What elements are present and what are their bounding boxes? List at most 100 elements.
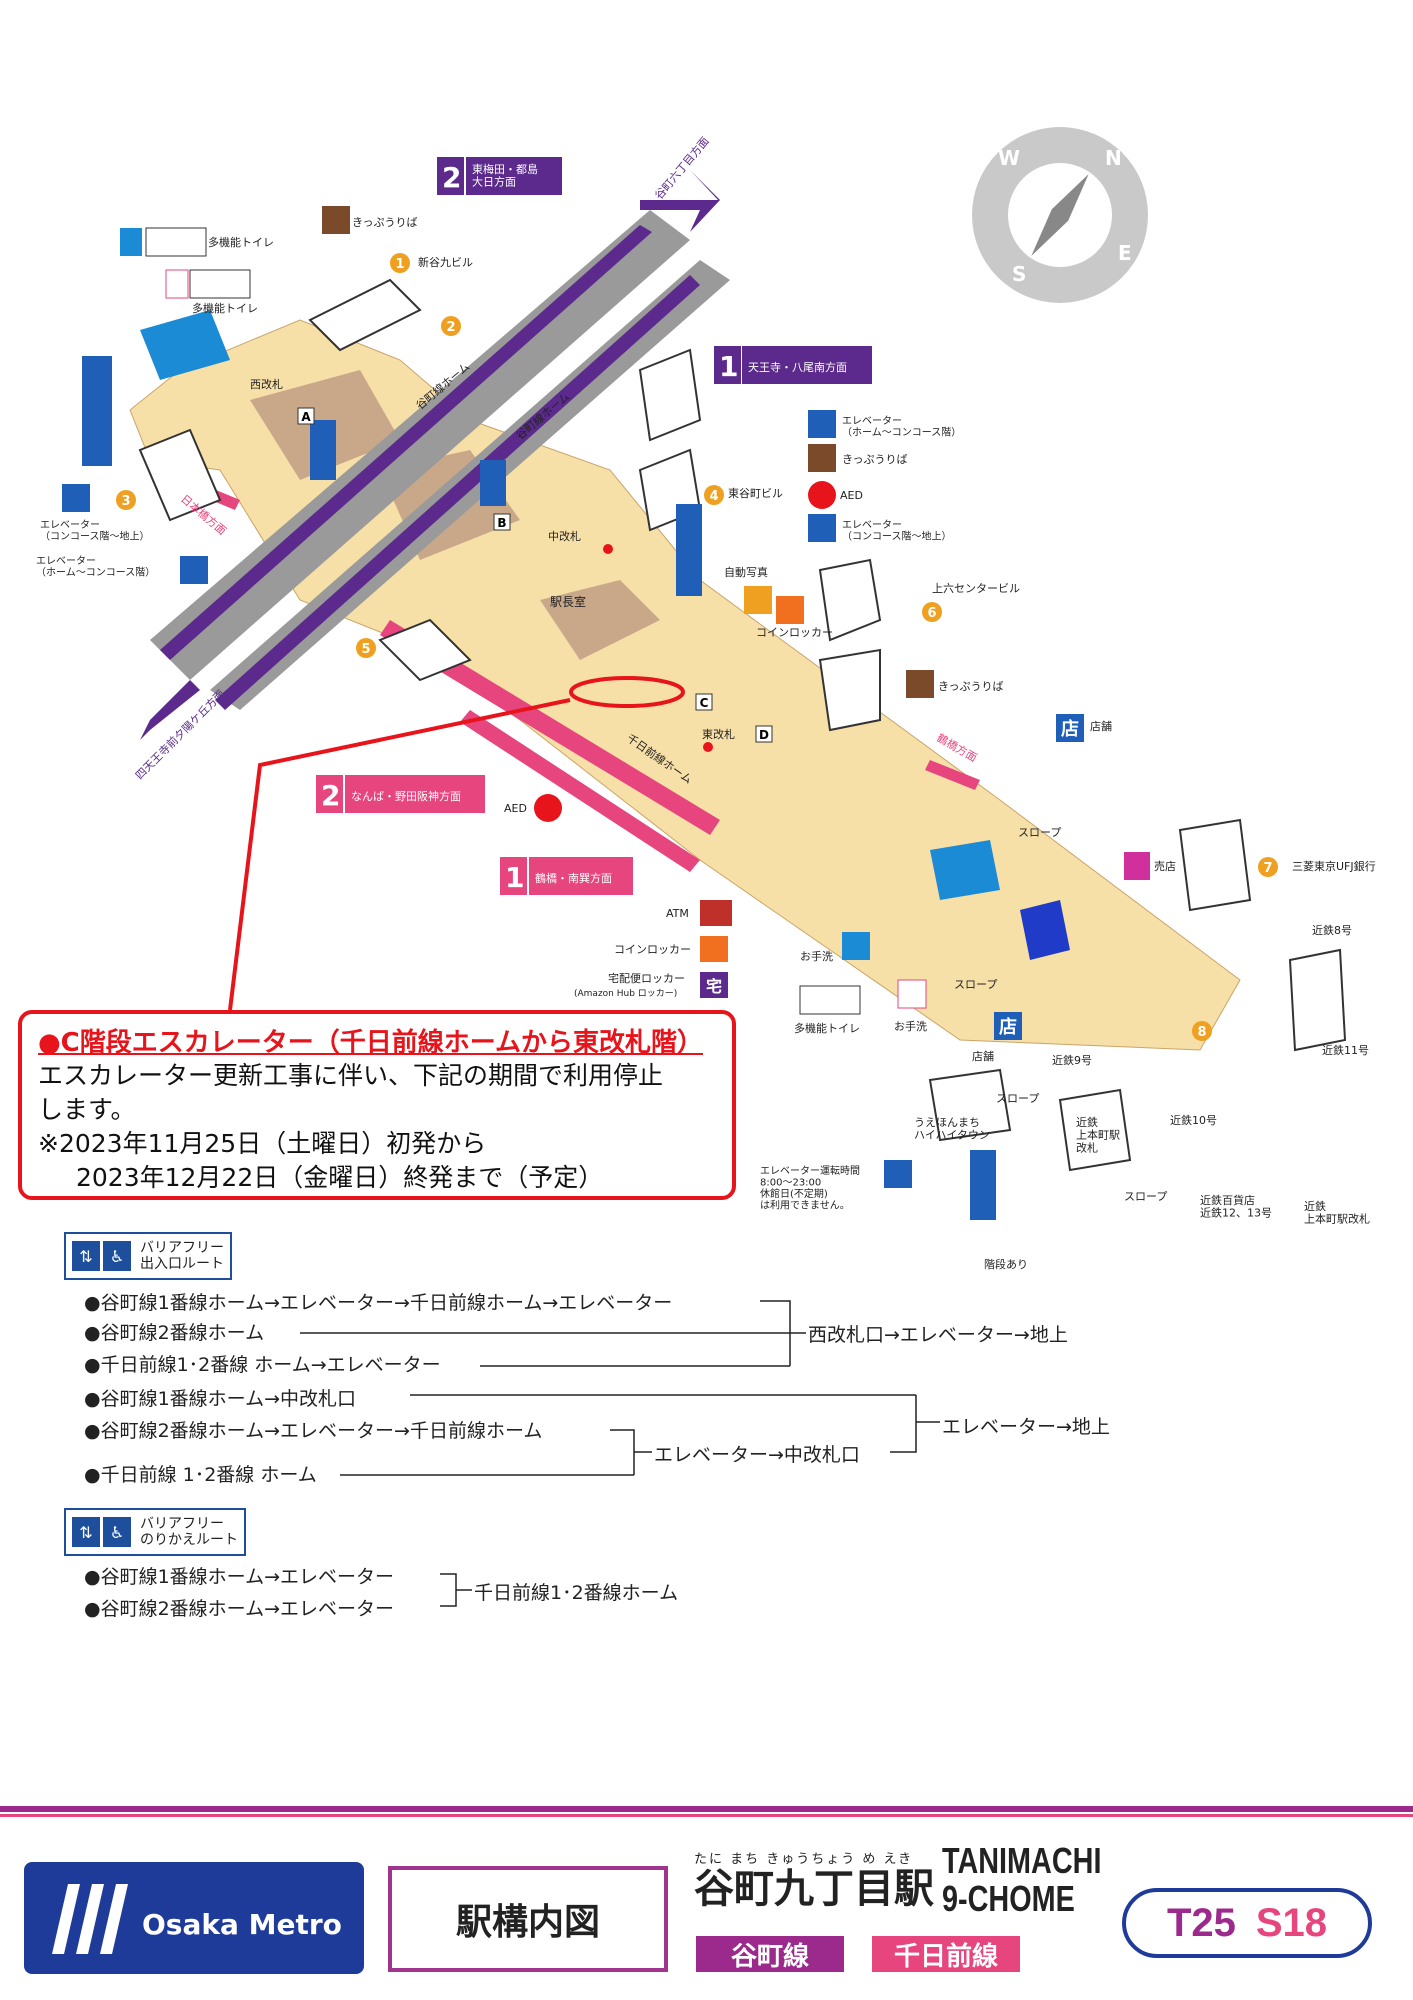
entry-route-1: ●谷町線1番線ホーム→エレベーター→千日前線ホーム→エレベーター <box>84 1292 673 1314</box>
multi-toilet-label: 多機能トイレ <box>794 1021 860 1035</box>
multi-toilet-icon <box>145 227 207 257</box>
station-name-en: TANIMACHI 9-CHOME <box>942 1842 1101 1918</box>
arrow-to-tanimachi6-icon <box>640 170 720 232</box>
delivery-locker-label: 宅配便ロッカー <box>608 971 685 985</box>
wheelchair-icon: ♿ <box>103 1241 131 1271</box>
compass-s: S <box>1012 262 1026 286</box>
gate-b: B <box>497 516 506 530</box>
ticket-label: きっぷうりば <box>938 680 1004 693</box>
direction-box-t1: 1 天王寺・八尾南方面 <box>714 346 872 384</box>
line-badge-sennichimae: 千日前線 <box>872 1936 1020 1972</box>
shop-glyph: 店 <box>999 1016 1017 1038</box>
shop-icon <box>1056 714 1084 742</box>
elevator-icon: ⇅ <box>72 1241 100 1271</box>
delivery-locker-sub: (Amazon Hub ロッカー) <box>574 988 677 999</box>
station-name-block: たに まち きゅうちょう め えき 谷町九丁目駅 TANIMACHI 9-CHO… <box>694 1842 1101 1918</box>
building-label: 近鉄11号 <box>1322 1043 1369 1057</box>
station-ruby: たに まち きゅうちょう め えき <box>694 1852 914 1867</box>
photo-booth-icon <box>744 586 772 614</box>
svg-text:2: 2 <box>442 161 461 194</box>
direction-box-t2: 2 東梅田・都島大日方面 <box>437 157 562 195</box>
elevator-sign-icon <box>884 1160 912 1188</box>
svg-text:なんば・野田阪神方面: なんば・野田阪神方面 <box>351 789 461 803</box>
middle-gate-label: 中改札 <box>548 529 581 543</box>
route-connectors <box>300 1300 940 1476</box>
station-code-t: T25 <box>1166 1900 1236 1945</box>
elevator-label: エレベーター（コンコース階〜地上） <box>40 519 150 543</box>
restroom-men-icon <box>842 932 870 960</box>
osaka-metro-logo: Osaka Metro <box>24 1862 364 1974</box>
elevator-icon <box>82 356 112 466</box>
slope-label: スロープ <box>1018 826 1061 839</box>
entry-route-5: ●谷町線2番線ホーム→エレベーター→千日前線ホーム <box>84 1420 543 1442</box>
station-code-s: S18 <box>1255 1900 1328 1945</box>
entry-route-4: ●谷町線1番線ホーム→中改札口 <box>84 1388 357 1410</box>
restroom-label: お手洗 <box>800 949 833 963</box>
elevator-label: エレベーター（ホーム〜コンコース階） <box>842 415 961 439</box>
exit-5: 5 <box>361 642 370 657</box>
station-map: W N E S 2 東梅田・都島大日方面 1 天王寺・八尾南方面 2 なんば・野… <box>36 127 1376 1271</box>
delivery-locker-icon <box>700 972 728 998</box>
gate-letters: A B C D <box>297 407 773 743</box>
aed-icon <box>534 794 562 822</box>
locker-label: コインロッカー <box>614 943 691 956</box>
direction-box-s1: 1 鶴橋・南巽方面 <box>500 857 633 895</box>
toilet-block-west <box>140 310 230 380</box>
slope-label: スロープ <box>1124 1190 1167 1203</box>
exit-2: 2 <box>446 320 455 335</box>
footer-rule-purple <box>0 1806 1413 1812</box>
building-label: 上六センタービル <box>932 582 1020 595</box>
transfer-connectors <box>440 1573 472 1607</box>
locker-icon <box>700 936 728 962</box>
shop-label: 店舗 <box>1090 719 1112 733</box>
svg-text:2: 2 <box>321 779 340 812</box>
svg-text:天王寺・八尾南方面: 天王寺・八尾南方面 <box>748 360 847 374</box>
station-name-en-1: TANIMACHI <box>942 1840 1102 1881</box>
multi-toilet-icon <box>799 985 861 1015</box>
ticket-icon <box>322 206 350 234</box>
exit-1: 1 <box>395 257 404 272</box>
barrier-free-entry-title: バリアフリー 出入口ルート <box>140 1240 224 1272</box>
elevator-label: エレベーター（ホーム〜コンコース階） <box>36 555 155 579</box>
ticket-label: きっぷうりば <box>842 453 908 466</box>
exit-markers: 1 2 3 4 5 6 7 8 <box>116 253 1278 1041</box>
restroom-women-icon <box>165 269 189 299</box>
exit-7: 7 <box>1263 861 1272 876</box>
restroom-women-icon <box>897 979 927 1009</box>
gate-d: D <box>759 728 769 742</box>
entry-destination-1: 西改札口→エレベーター→地上 <box>808 1324 1068 1346</box>
elevator-sign-icon <box>808 410 836 438</box>
notice-line-1: エスカレーター更新工事に伴い、下記の期間で利用停止 <box>38 1061 664 1090</box>
elevator-icon <box>970 1150 996 1220</box>
entry-route-2: ●谷町線2番線ホーム <box>84 1322 265 1344</box>
entry-route-6: ●千日前線 1･2番線 ホーム <box>84 1464 317 1486</box>
toilet-block-east <box>930 840 1000 900</box>
restroom-label: お手洗 <box>894 1019 927 1033</box>
aed-icon <box>808 481 836 509</box>
elevator-icon <box>676 504 702 596</box>
escalator-c-highlight <box>569 676 685 708</box>
gate-c: C <box>700 696 709 710</box>
photo-label: 自動写真 <box>724 565 768 579</box>
notice-title: ●C階段エスカレーター（千日前線ホームから東改札階） <box>38 1028 703 1058</box>
multi-toilet-icon <box>189 269 251 299</box>
kiosk-icon <box>1124 852 1150 880</box>
locker-label: コインロッカー <box>756 626 833 639</box>
kintetsu-gate-label: 近鉄上本町駅改札 <box>1304 1199 1370 1226</box>
transfer-destination: 千日前線1･2番線ホーム <box>474 1582 679 1604</box>
stairs-group <box>138 278 1347 1172</box>
compass-e: E <box>1118 241 1132 265</box>
sennichimae-track-1 <box>380 620 720 835</box>
tanimachi-track-2 <box>160 225 652 660</box>
metro-m-icon <box>52 1884 128 1954</box>
exit-3: 3 <box>121 494 130 509</box>
building-label: 近鉄8号 <box>1312 923 1352 937</box>
sennichimae-track-2 <box>460 710 700 872</box>
arrow-to-tsuruhashi-icon <box>925 760 980 790</box>
elevator-towers <box>82 356 996 1220</box>
multi-toilet-label: 多機能トイレ <box>208 235 274 249</box>
slope-label: スロープ <box>954 978 997 991</box>
east-gate-dot <box>703 742 713 752</box>
west-gate-label: 西改札 <box>250 377 283 391</box>
